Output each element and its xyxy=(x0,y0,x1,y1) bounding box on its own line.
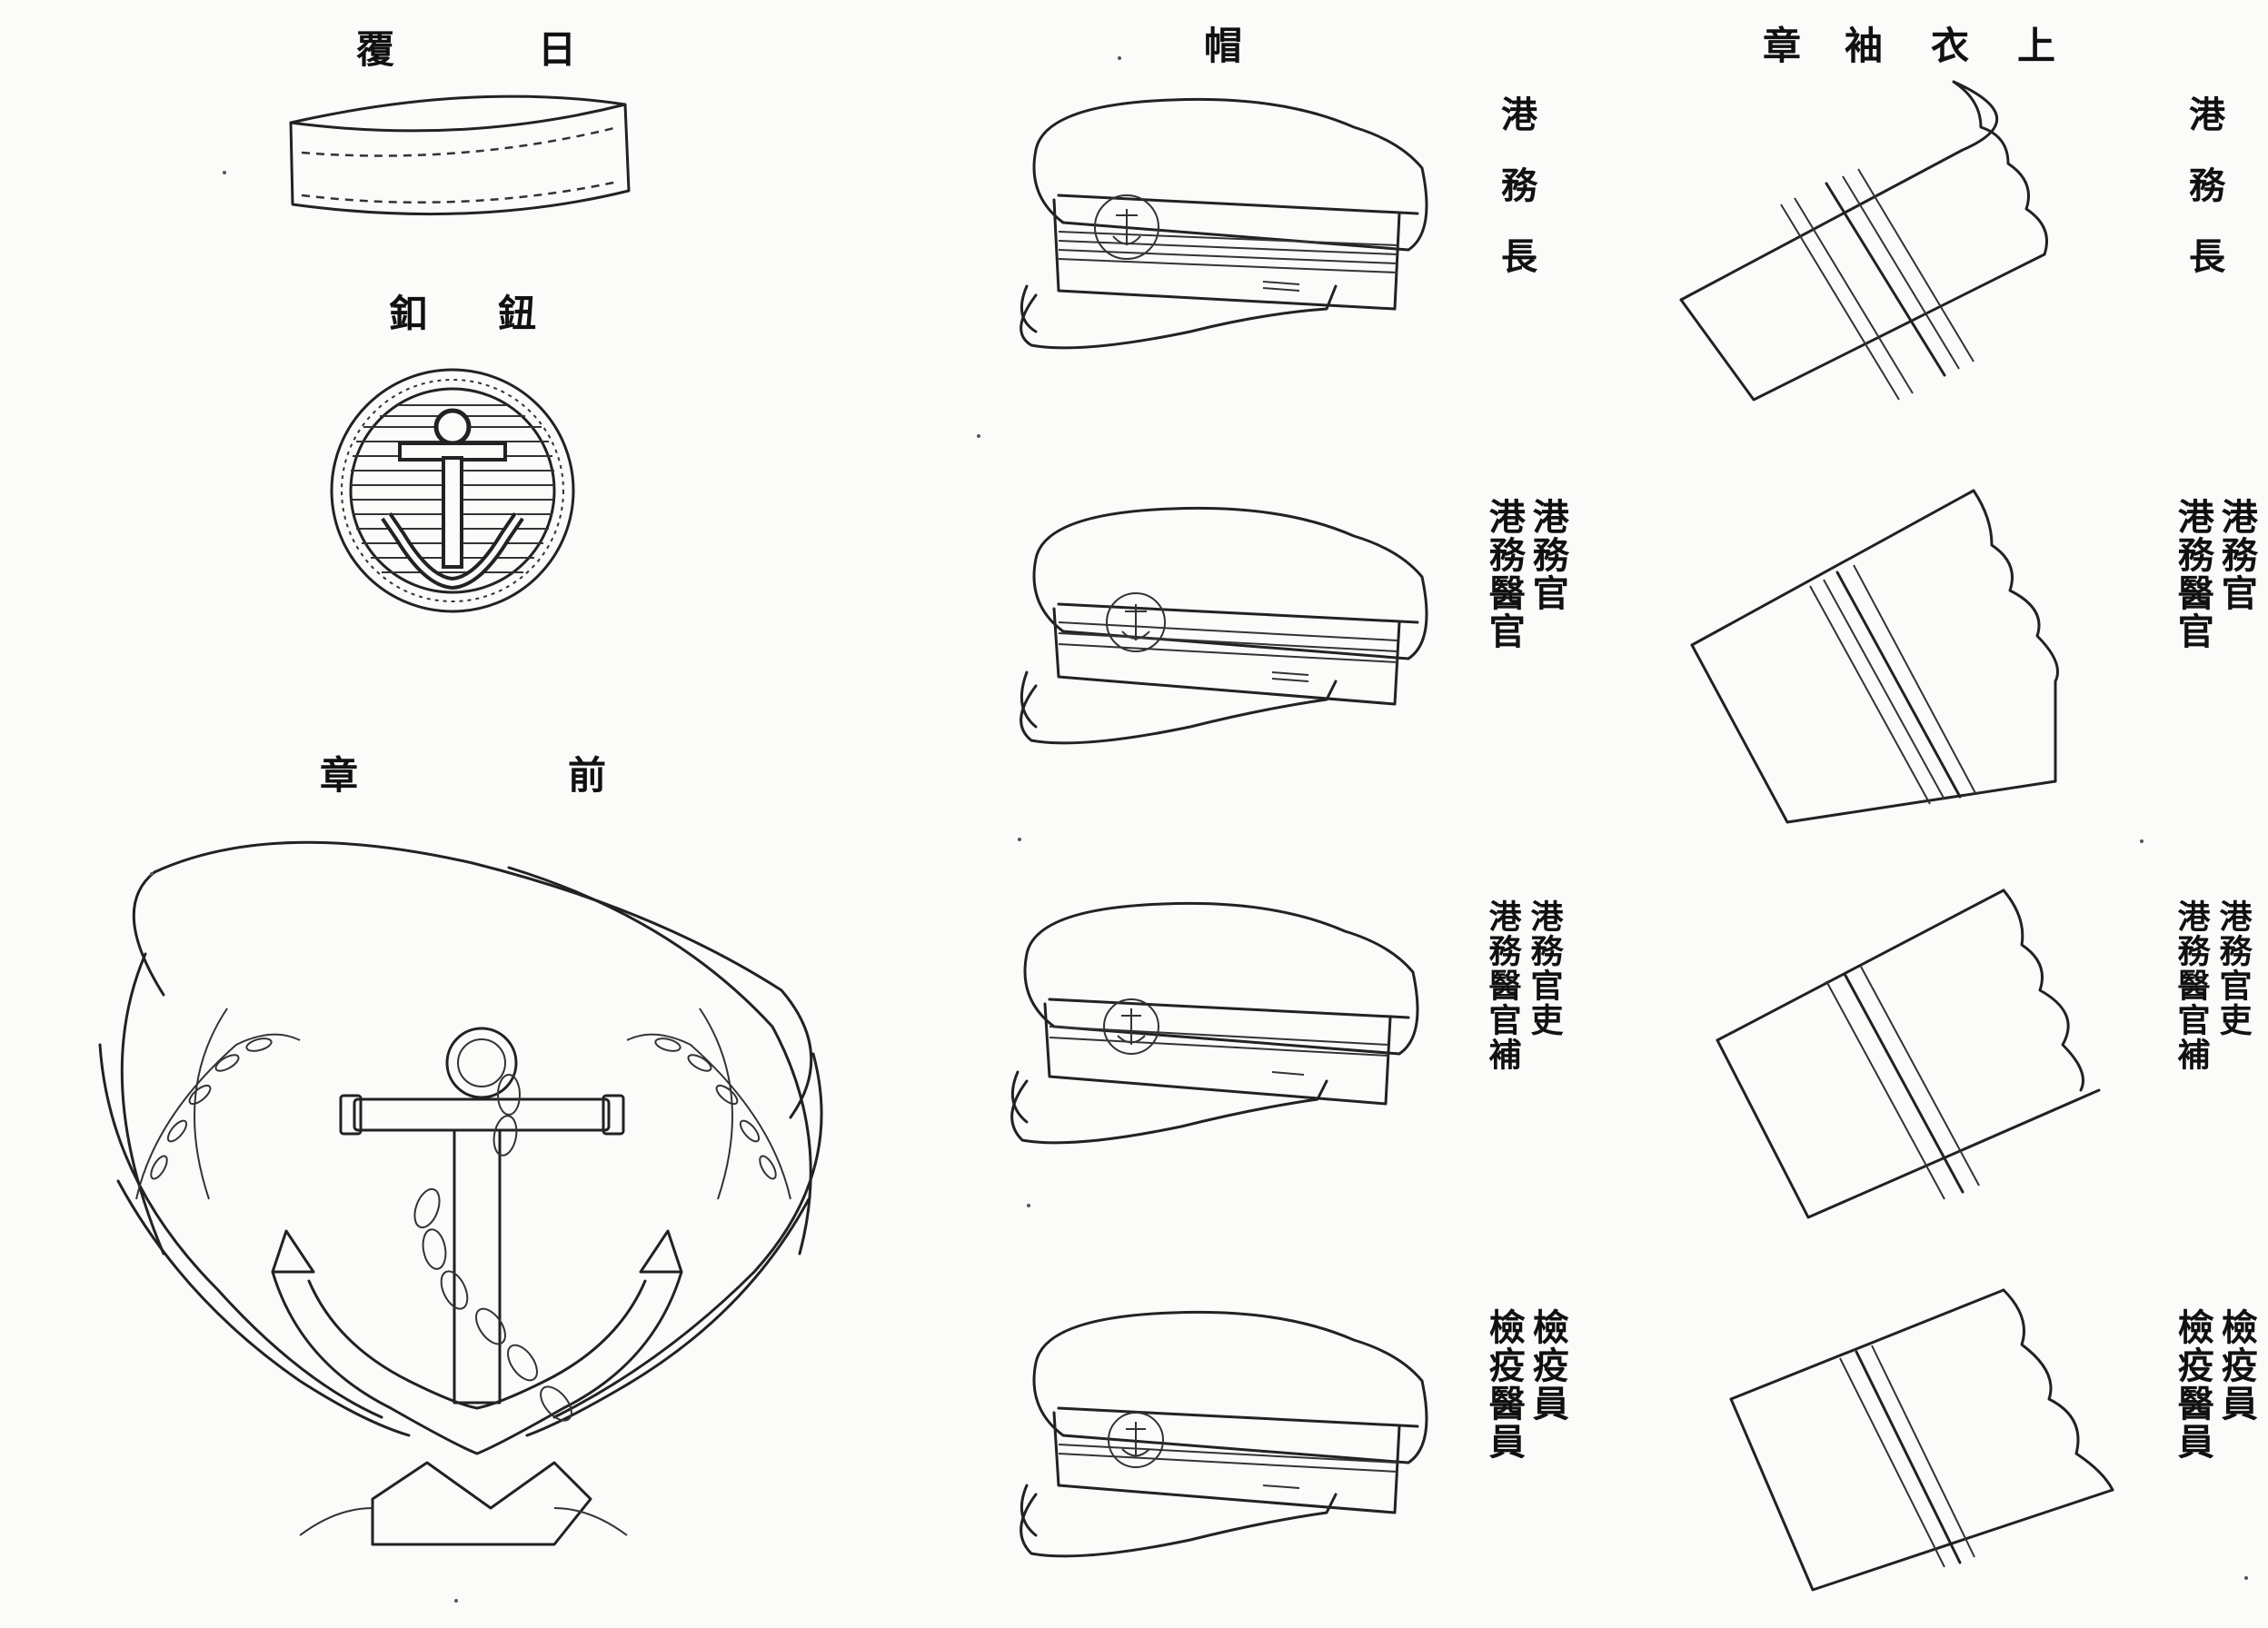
sleeve-label-2-right: 港務官 xyxy=(2214,498,2258,612)
button-drawing xyxy=(330,368,575,613)
heading-cap-cover-char2: 日 xyxy=(538,27,577,72)
print-speck xyxy=(150,872,154,876)
cap-label-4-right: 檢疫員 xyxy=(1526,1308,1569,1423)
sleeve-label-3-left: 港務醫官補 xyxy=(2172,899,2211,1072)
heading-cap-cover-char1: 覆 xyxy=(356,27,395,72)
print-speck xyxy=(1118,56,1121,60)
sleeves-drawings xyxy=(1679,80,2114,1592)
cap-cover-drawing xyxy=(289,94,631,216)
cap-label-2-left: 港務醫官 xyxy=(1482,498,1526,650)
print-speck xyxy=(1027,1204,1030,1207)
sleeve-label-3-right: 港務官吏 xyxy=(2213,899,2253,1037)
cap-label-3-left: 港務醫官補 xyxy=(1483,899,1522,1072)
heading-button-char1: 釦 xyxy=(389,292,428,336)
heading-front-badge-char1: 章 xyxy=(320,753,359,798)
print-speck xyxy=(1018,838,1021,841)
heading-sleeve-char1: 上 xyxy=(2017,24,2056,68)
caps-drawings xyxy=(1010,97,1428,1558)
heading-cap: 帽 xyxy=(1204,24,1243,68)
heading-sleeve-char3: 袖 xyxy=(1845,24,1884,68)
heading-button-char2: 鈕 xyxy=(498,292,537,336)
print-speck xyxy=(2140,839,2144,843)
cap-label-2-right: 港務官 xyxy=(1526,498,1569,612)
heading-sleeve-char4: 章 xyxy=(1763,24,1802,68)
front-badge-drawing xyxy=(98,840,823,1546)
sleeve-label-1: 港務長 xyxy=(2183,95,2225,308)
cap-label-3-right: 港務官吏 xyxy=(1525,899,1564,1037)
sleeve-label-2-left: 港務醫官 xyxy=(2171,498,2214,650)
print-speck xyxy=(223,171,226,174)
sleeve-label-4-left: 檢疫醫員 xyxy=(2171,1308,2214,1461)
heading-sleeve-char2: 衣 xyxy=(1931,24,1970,68)
print-speck xyxy=(454,1599,458,1603)
print-speck xyxy=(977,434,980,438)
print-speck xyxy=(2244,1576,2248,1580)
cap-label-4-left: 檢疫醫員 xyxy=(1482,1308,1526,1461)
sleeve-label-4-right: 檢疫員 xyxy=(2214,1308,2258,1423)
heading-front-badge-char2: 前 xyxy=(568,753,607,798)
cap-label-1: 港務長 xyxy=(1495,95,1537,308)
